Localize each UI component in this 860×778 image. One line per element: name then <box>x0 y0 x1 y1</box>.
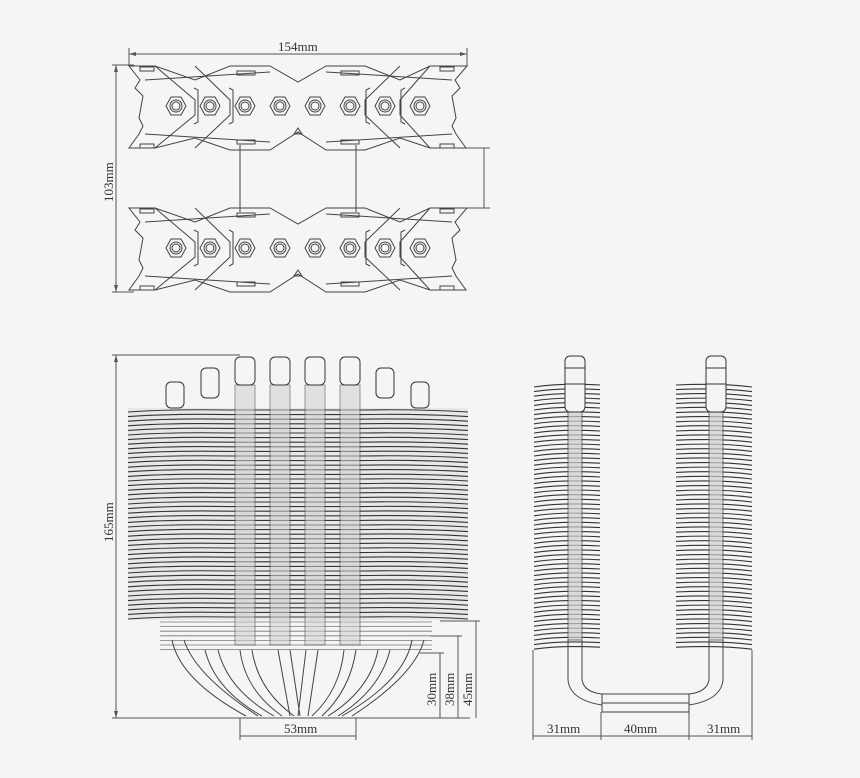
heatpipe-caps <box>165 356 430 409</box>
clearance-45mm-label: 45mm <box>460 672 475 706</box>
clearance-38mm-label: 38mm <box>442 672 457 706</box>
top-depth-label: 103mm <box>101 162 116 202</box>
clearance-30mm-label: 30mm <box>424 672 439 706</box>
fin-stack <box>127 408 469 650</box>
heatpipe-nut-row <box>165 96 431 116</box>
side-left-segment-label: 31mm <box>547 721 581 736</box>
top-width-label: 154mm <box>278 39 318 54</box>
front-view <box>112 354 480 740</box>
side-view <box>532 355 753 740</box>
heatpipe-bends <box>171 639 425 717</box>
front-height-label: 165mm <box>101 502 116 542</box>
side-right-segment-label: 31mm <box>707 721 741 736</box>
top-view <box>112 48 490 293</box>
front-base-width-label: 53mm <box>284 721 318 736</box>
side-middle-segment-label: 40mm <box>624 721 658 736</box>
